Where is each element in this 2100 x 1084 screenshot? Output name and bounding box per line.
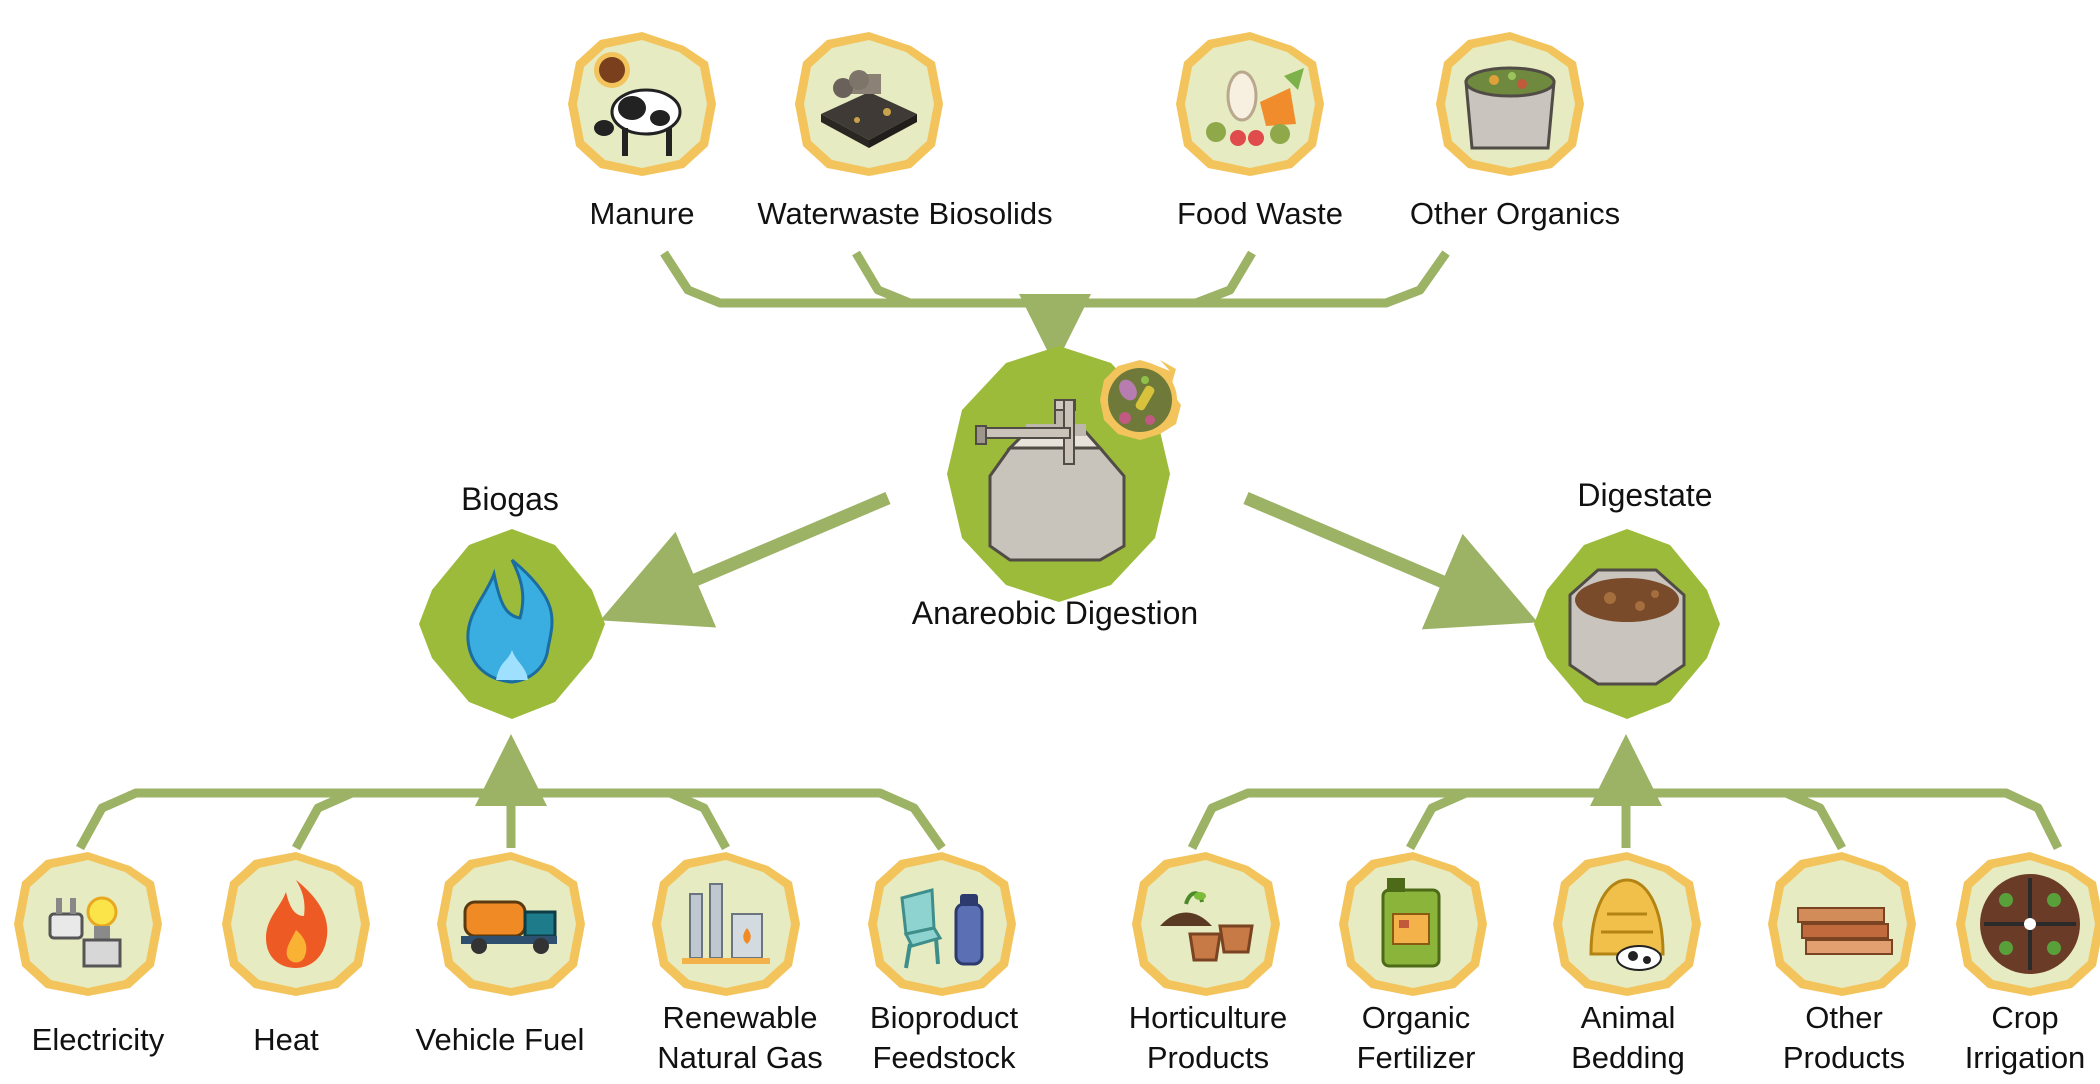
boards-icon	[1797, 907, 1893, 955]
digestate-tank-icon	[1568, 568, 1686, 686]
food-scraps-icon	[1206, 68, 1304, 146]
badge-other-organics	[1436, 32, 1584, 176]
output-label-bedding-line2: Bedding	[1571, 1040, 1685, 1075]
input-label-food-waste: Food Waste	[1177, 196, 1343, 231]
output-label-electricity: Electricity	[31, 1022, 165, 1057]
badge-manure	[568, 32, 716, 176]
biogas-title: Biogas	[461, 481, 559, 517]
output-label-other-products: Other Products	[1756, 998, 1932, 1078]
badge-heat	[222, 852, 370, 996]
output-label-feedstock: Bioproduct Feedstock	[836, 998, 1052, 1078]
digester-hub	[947, 346, 1181, 602]
output-label-horticulture-line2: Products	[1146, 1040, 1270, 1075]
digestate-hub	[1534, 529, 1720, 719]
output-label-other-products-line2: Products	[1782, 1040, 1906, 1075]
output-label-fertilizer: Organic Fertilizer	[1326, 998, 1506, 1078]
badge-animal-bedding	[1553, 852, 1701, 996]
cow-icon	[594, 52, 682, 156]
badge-other-products	[1768, 852, 1916, 996]
center-label: Anareobic Digestion	[911, 595, 1199, 631]
output-label-heat: Heat	[253, 1022, 319, 1057]
microbes-badge-icon	[1100, 360, 1181, 440]
output-label-other-products-line1: Other	[1805, 1000, 1883, 1035]
output-label-crop-irrigation-line1: Crop	[1991, 1000, 2059, 1035]
output-label-fertilizer-line1: Organic	[1361, 1000, 1471, 1035]
fertilizer-jug-icon	[1381, 878, 1441, 968]
hay-pile-icon	[1589, 878, 1665, 971]
treatment-plant-icon	[821, 70, 917, 148]
digestate-title: Digestate	[1577, 477, 1713, 513]
output-label-rng-line1: Renewable	[662, 1000, 818, 1035]
output-label-crop-irrigation: Crop Irrigation	[1950, 998, 2100, 1078]
irrigated-soil-icon	[1980, 874, 2080, 974]
badge-rng	[652, 852, 800, 996]
tanker-truck-icon	[461, 900, 557, 954]
refinery-icon	[682, 883, 770, 964]
input-label-manure: Manure	[589, 196, 695, 231]
plastic-chair-icon	[900, 888, 984, 969]
output-label-feedstock-line2: Feedstock	[872, 1040, 1016, 1075]
output-label-bedding: Animal Bedding	[1540, 998, 1716, 1078]
badge-biosolids	[795, 32, 943, 176]
organic-bin-icon	[1464, 66, 1556, 150]
digester-tank-icon	[975, 399, 1126, 562]
plant-pots-icon	[1160, 891, 1254, 962]
output-label-crop-irrigation-line2: Irrigation	[1964, 1040, 2086, 1075]
output-label-horticulture-line1: Horticulture	[1128, 1000, 1288, 1035]
top-collector-connector	[660, 250, 1450, 308]
blue-flame-icon	[466, 558, 554, 684]
badge-crop-irrigation	[1956, 852, 2100, 996]
badge-horticulture	[1132, 852, 1280, 996]
output-label-bedding-line1: Animal	[1580, 1000, 1676, 1035]
output-label-feedstock-line1: Bioproduct	[869, 1000, 1019, 1035]
badge-feedstock	[868, 852, 1016, 996]
output-label-rng-line2: Natural Gas	[657, 1040, 823, 1075]
badge-vehicle-fuel	[437, 852, 585, 996]
badge-food-waste	[1176, 32, 1324, 176]
output-label-horticulture: Horticulture Products	[1096, 998, 1320, 1078]
input-label-biosolids: Waterwaste Biosolids	[757, 196, 1053, 231]
output-label-rng: Renewable Natural Gas	[630, 998, 850, 1078]
input-label-other-organics: Other Organics	[1409, 196, 1621, 231]
output-label-fertilizer-line2: Fertilizer	[1356, 1040, 1476, 1075]
arrow-to-digestate	[1243, 492, 1538, 630]
biogas-hub	[419, 529, 605, 719]
arrow-to-biogas	[600, 492, 891, 628]
output-label-vehicle-fuel: Vehicle Fuel	[415, 1022, 585, 1057]
badge-fertilizer	[1339, 852, 1487, 996]
badge-electricity	[14, 852, 162, 996]
fire-icon	[266, 880, 328, 968]
plug-bulb-icon	[48, 896, 122, 968]
